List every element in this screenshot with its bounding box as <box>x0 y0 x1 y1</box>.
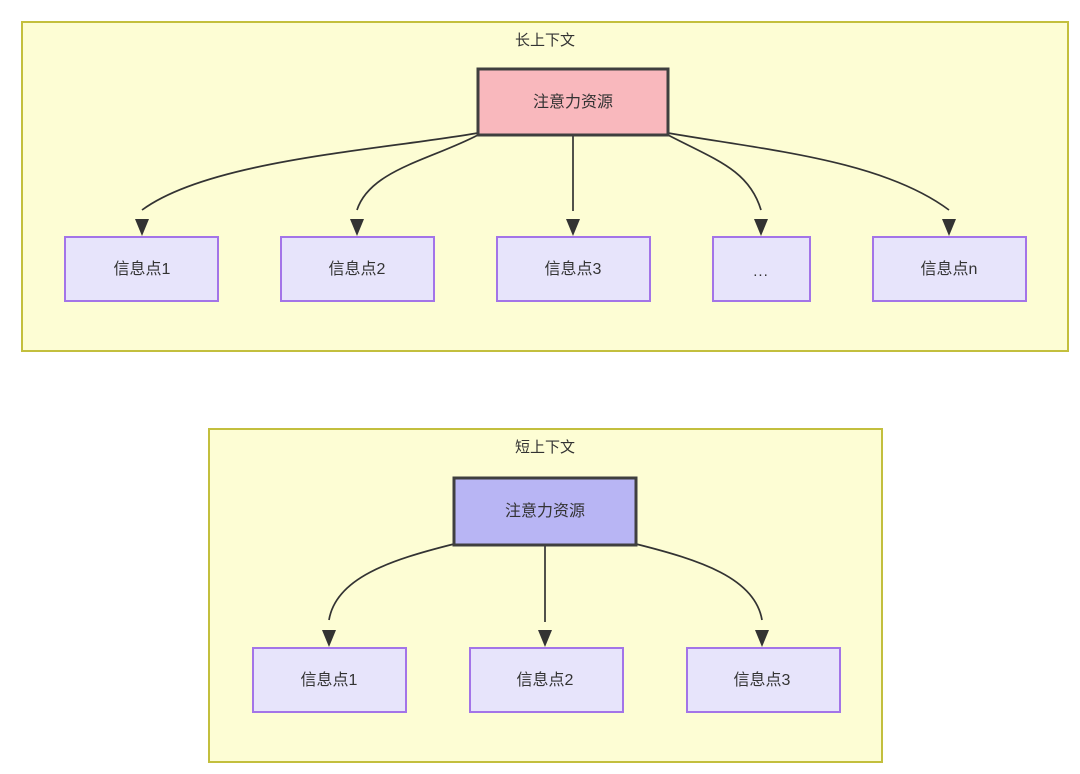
arrow-head-info1 <box>135 219 149 236</box>
info-point-box[interactable] <box>252 647 407 713</box>
info-point-label: 信息点2 <box>517 671 574 689</box>
arrow-head-info2-short <box>538 630 552 647</box>
info-point-box[interactable] <box>64 236 219 302</box>
long-context-attention-node[interactable]: 注意力资源 <box>476 67 670 137</box>
arrow-head-info3 <box>566 219 580 236</box>
edge-attention-to-ellipsis <box>667 134 762 211</box>
short-context-group: 短上下文 注意力资源 信息点1 信息点2 <box>208 428 883 763</box>
info-point-label: 信息点1 <box>114 260 171 278</box>
long-context-title: 长上下文 <box>515 32 575 49</box>
info-point-box[interactable] <box>496 236 651 302</box>
long-context-edges <box>135 132 956 236</box>
attention-resource-label-short: 注意力资源 <box>505 501 585 520</box>
info-point-box[interactable] <box>280 236 435 302</box>
info-node-n-long[interactable]: 信息点n <box>872 236 1027 302</box>
edge-attention-to-infon <box>667 132 950 211</box>
arrow-head-ellipsis <box>754 219 768 236</box>
info-point-label: 信息点3 <box>734 671 791 689</box>
info-point-ellipsis-label: ... <box>753 263 769 280</box>
attention-resource-box-long[interactable] <box>476 67 670 137</box>
info-point-box[interactable] <box>469 647 624 713</box>
info-node-3-long[interactable]: 信息点3 <box>496 236 651 302</box>
info-node-2-short[interactable]: 信息点2 <box>469 647 624 713</box>
short-context-title: 短上下文 <box>515 439 575 456</box>
info-node-ellipsis-long[interactable]: ... <box>712 236 811 302</box>
arrow-head-infon <box>942 219 956 236</box>
attention-resource-label-long: 注意力资源 <box>533 92 613 111</box>
edge-attention-to-info3-short <box>635 543 763 621</box>
info-point-box[interactable] <box>686 647 841 713</box>
arrow-head-info1-short <box>322 630 336 647</box>
info-node-3-short[interactable]: 信息点3 <box>686 647 841 713</box>
edge-attention-to-info1-short <box>328 543 455 621</box>
info-node-1-short[interactable]: 信息点1 <box>252 647 407 713</box>
edge-attention-to-info2 <box>356 134 479 211</box>
info-point-label: 信息点3 <box>545 260 602 278</box>
long-context-group: 长上下文 注意力资源 信息 <box>21 21 1069 352</box>
info-point-ellipsis-box[interactable] <box>712 236 811 302</box>
info-node-2-long[interactable]: 信息点2 <box>280 236 435 302</box>
edge-attention-to-info1 <box>141 132 479 211</box>
arrow-head-info2 <box>350 219 364 236</box>
info-point-label: 信息点1 <box>301 671 358 689</box>
short-context-edges <box>322 543 769 647</box>
short-context-attention-node[interactable]: 注意力资源 <box>452 476 638 547</box>
info-node-1-long[interactable]: 信息点1 <box>64 236 219 302</box>
info-point-label: 信息点2 <box>329 260 386 278</box>
info-point-label: 信息点n <box>921 260 978 278</box>
arrow-head-info3-short <box>755 630 769 647</box>
info-point-box[interactable] <box>872 236 1027 302</box>
attention-resource-box-short[interactable] <box>452 476 638 547</box>
